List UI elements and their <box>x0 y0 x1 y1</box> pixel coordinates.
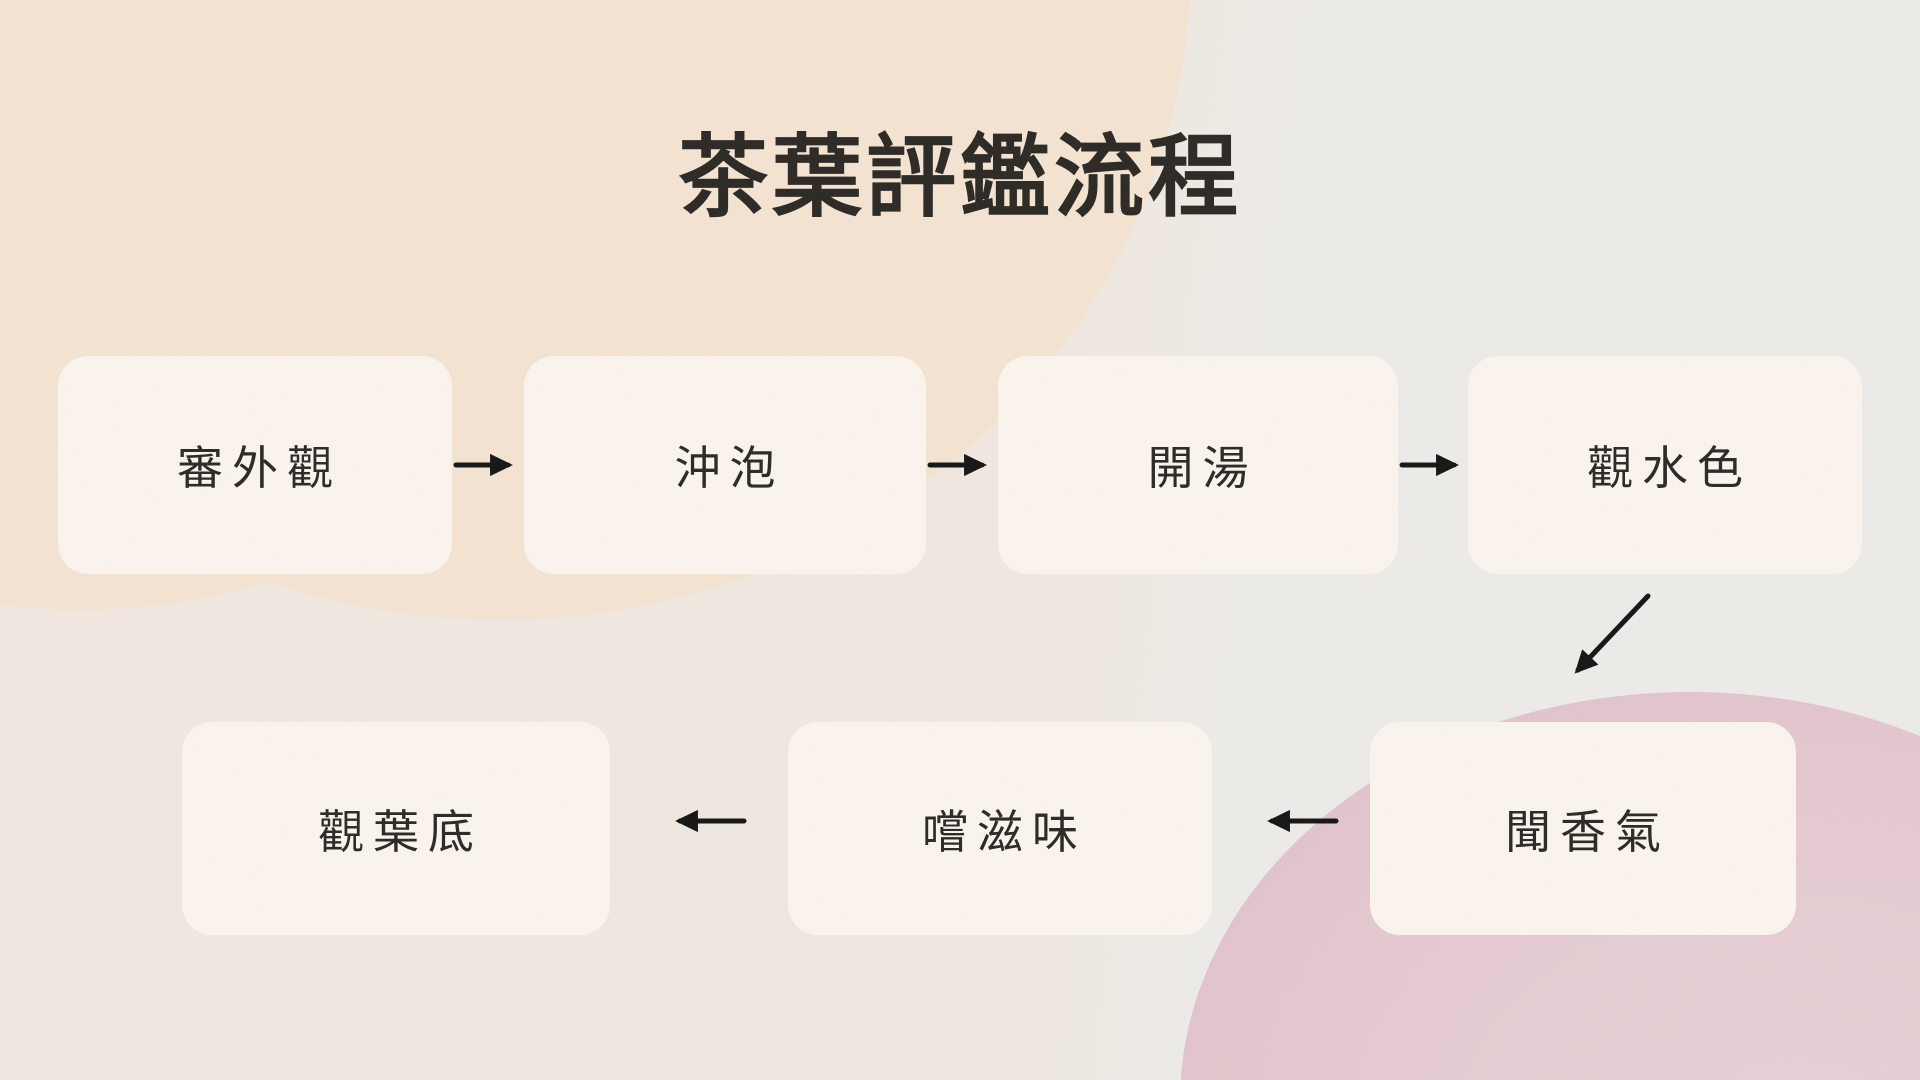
step-label: 觀葉底 <box>318 805 483 858</box>
step-label: 嚐滋味 <box>922 805 1087 858</box>
step-taste-flavor: 嚐滋味 <box>788 722 1212 935</box>
arrow-right-icon <box>452 450 524 480</box>
step-label: 聞香氣 <box>1505 805 1670 858</box>
step-examine-leaf-base: 觀葉底 <box>182 722 610 935</box>
arrow-down-left-icon <box>1544 586 1664 698</box>
arrow-right-glyph <box>453 453 513 477</box>
arrow-left-icon <box>1244 806 1340 836</box>
arrow-right-icon <box>1398 450 1470 480</box>
step-inspect-appearance: 審外觀 <box>58 356 452 574</box>
step-label: 審外觀 <box>177 442 342 494</box>
step-label: 觀水色 <box>1587 442 1752 494</box>
arrow-down-left-glyph <box>1574 593 1651 674</box>
step-observe-liquor-color: 觀水色 <box>1468 356 1862 574</box>
arrow-right-icon <box>926 450 998 480</box>
step-pour-liquor: 開湯 <box>998 356 1398 574</box>
page-title: 茶葉評鑑流程 <box>678 129 1242 228</box>
arrow-left-icon <box>652 806 748 836</box>
step-label: 開湯 <box>1147 442 1258 494</box>
arrow-right-glyph <box>1399 453 1459 477</box>
step-brew: 沖泡 <box>524 356 926 574</box>
step-label: 沖泡 <box>674 442 785 494</box>
step-smell-aroma: 聞香氣 <box>1370 722 1796 935</box>
arrow-right-glyph <box>927 453 987 477</box>
arrow-left-glyph <box>1267 809 1339 833</box>
arrow-left-glyph <box>675 809 747 833</box>
